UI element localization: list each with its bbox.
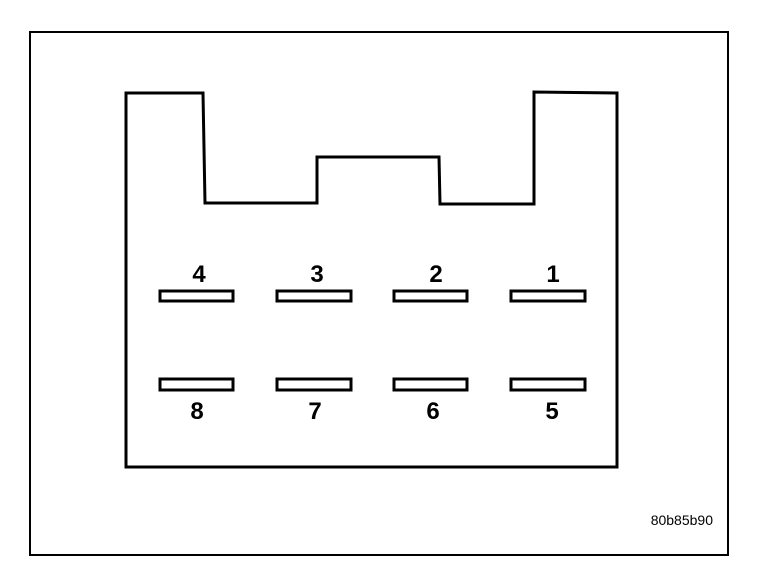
pin-bottom-6: 6: [392, 377, 469, 425]
figure-reference-code: 80b85b90: [651, 512, 714, 528]
pin-number: 7: [308, 398, 321, 425]
terminal-slot: [392, 289, 469, 303]
pin-top-1: 1: [509, 261, 587, 303]
pin-top-3: 3: [275, 261, 353, 303]
pin-bottom-5: 5: [509, 377, 587, 425]
pin-number: 5: [545, 398, 558, 425]
terminal-slot: [509, 289, 587, 303]
terminal-slot: [509, 377, 587, 392]
pin-number: 4: [192, 261, 206, 288]
pin-top-4: 4: [158, 261, 235, 303]
pin-number: 8: [190, 398, 203, 425]
pin-bottom-8: 8: [158, 377, 235, 425]
figure-frame: [29, 31, 729, 556]
pin-number: 3: [310, 261, 323, 288]
terminal-slot: [275, 377, 353, 392]
terminal-slot: [392, 377, 469, 392]
terminal-slot: [158, 377, 235, 392]
pin-number: 6: [426, 398, 439, 425]
terminal-slot: [275, 289, 353, 303]
pin-bottom-7: 7: [275, 377, 353, 425]
connector-body-outline: [124, 90, 619, 469]
pin-top-2: 2: [392, 261, 469, 303]
pin-number: 1: [546, 261, 559, 288]
pin-number: 2: [429, 261, 442, 288]
terminal-slot: [158, 289, 235, 303]
